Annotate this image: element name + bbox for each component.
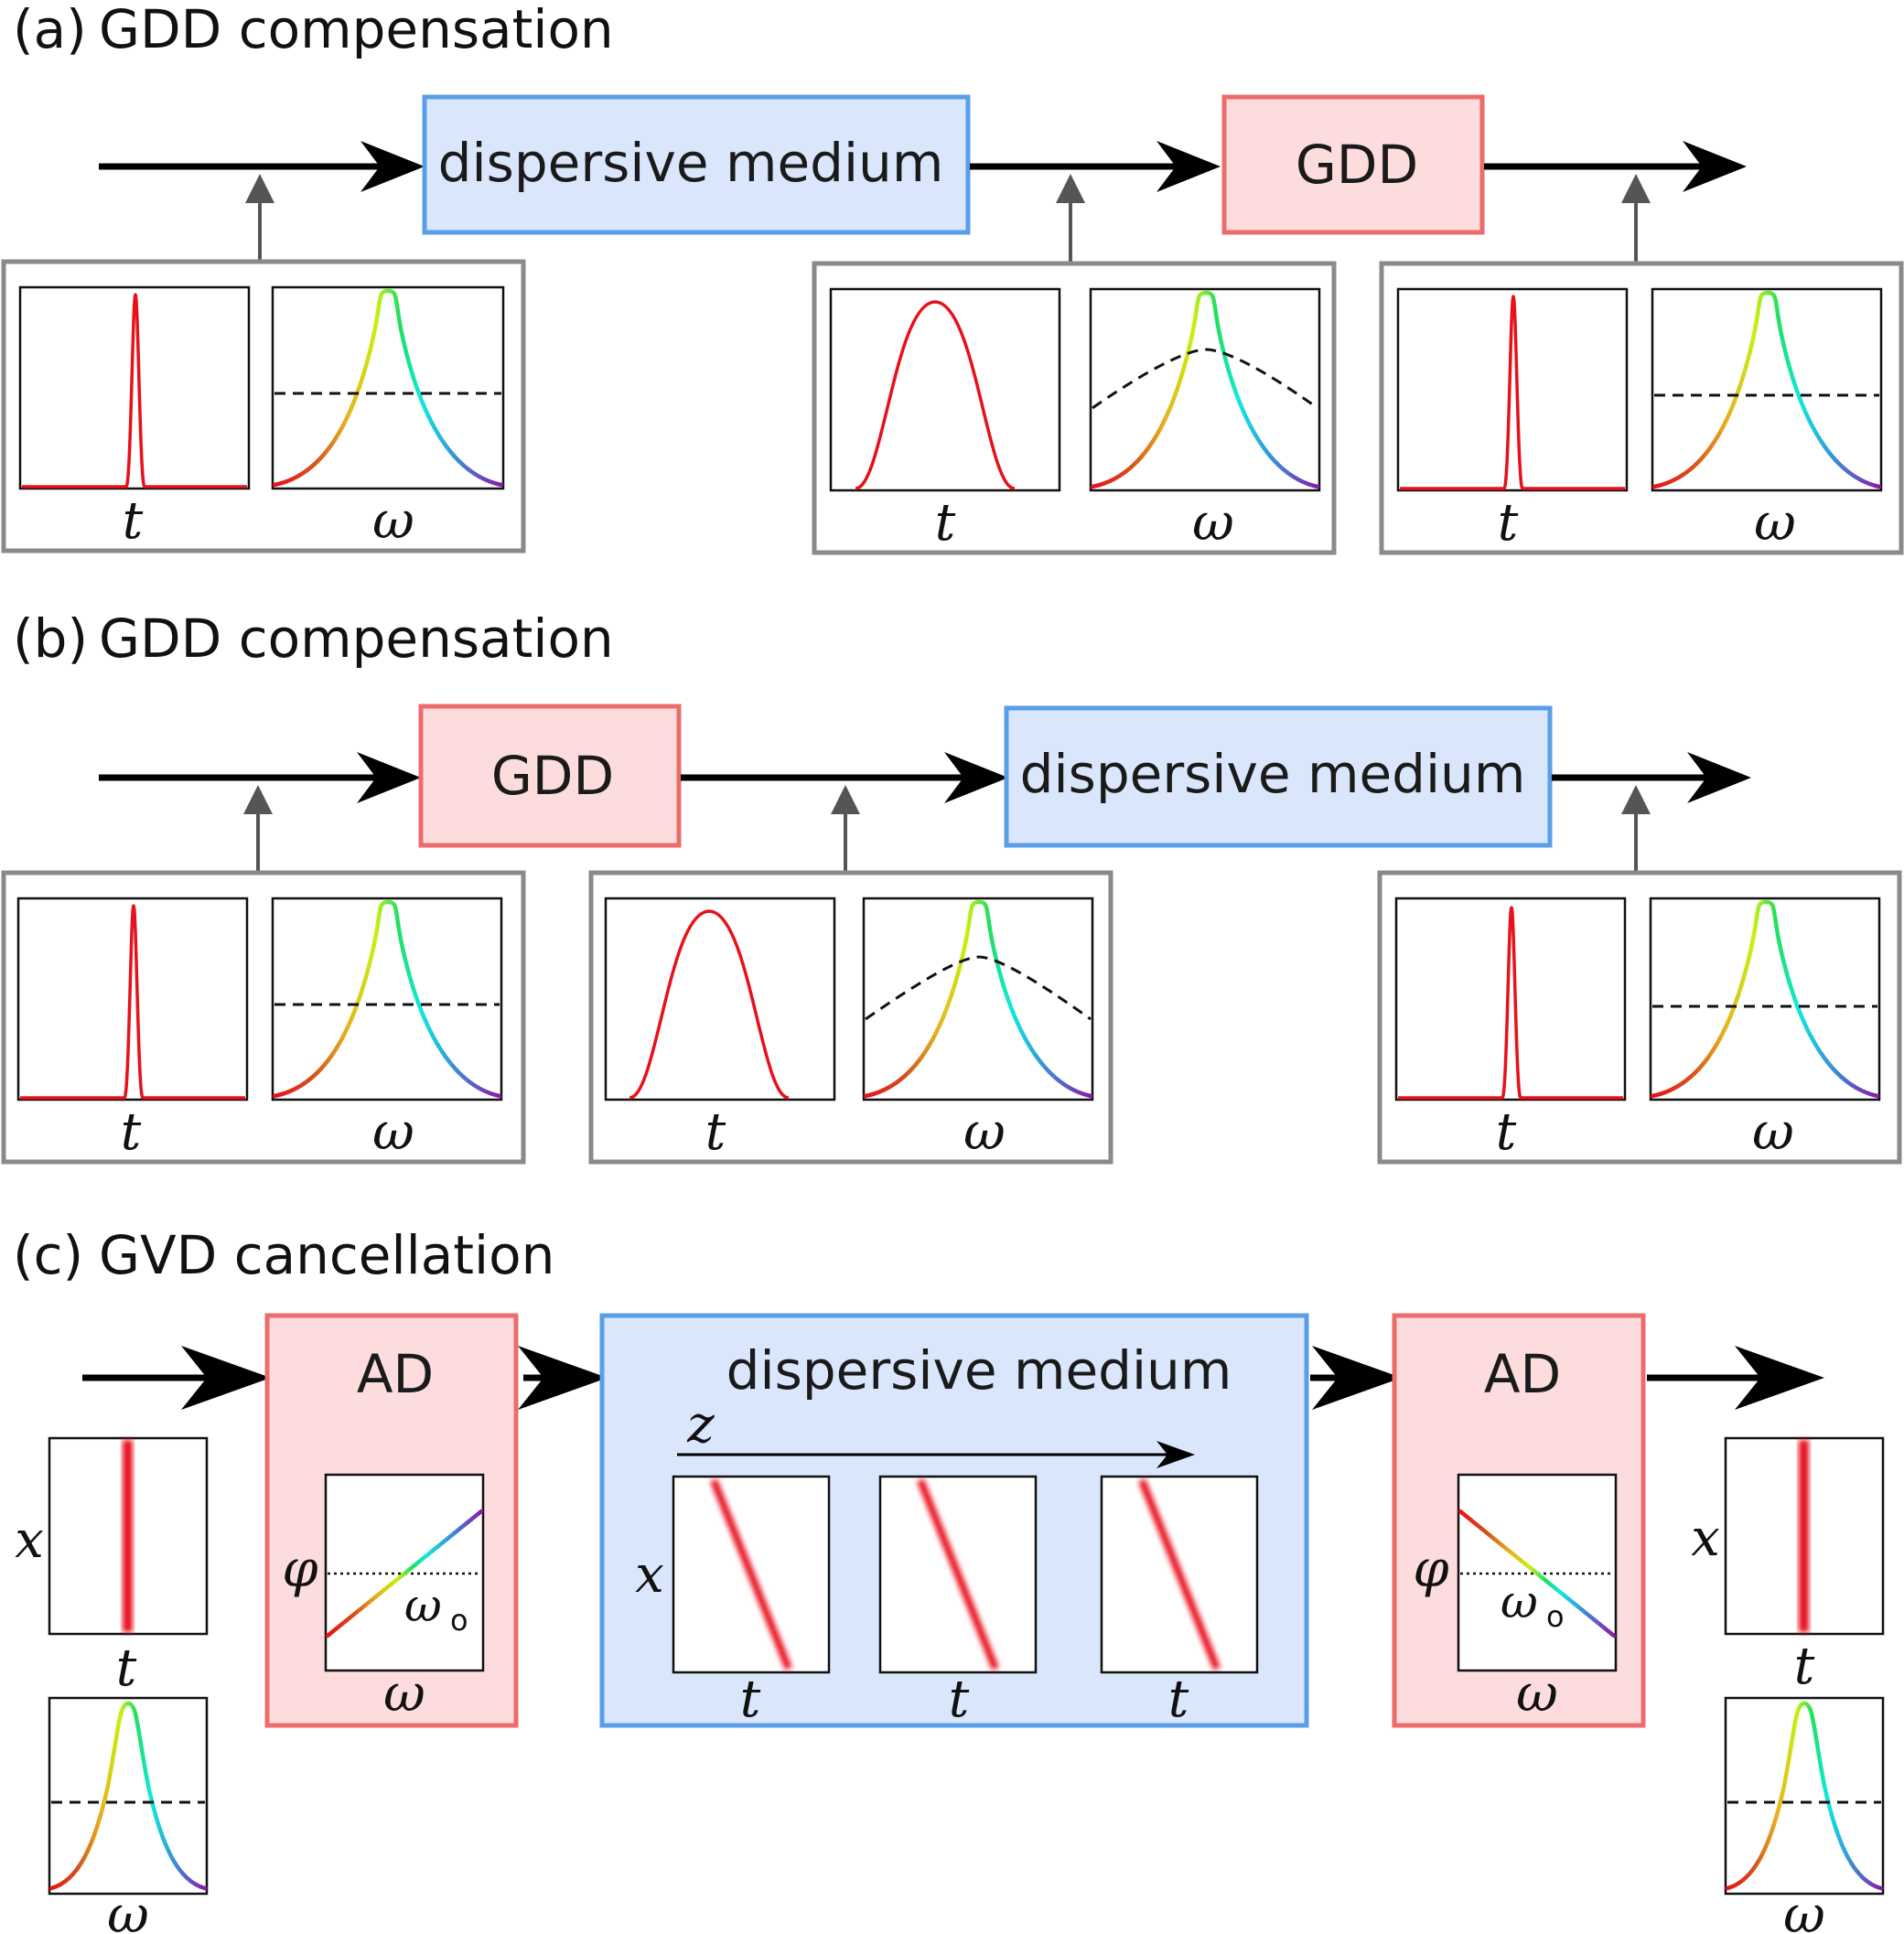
spectral-plot: [48, 1696, 209, 1896]
frequency-axis-label: ω: [372, 1102, 414, 1162]
space-axis-label: x: [15, 1510, 44, 1570]
inset-output: t ω: [1377, 870, 1902, 1165]
tilted-pulse-trace: [710, 1478, 792, 1671]
frequency-axis-label: ω: [1754, 493, 1796, 553]
gdd-label: GDD: [491, 745, 614, 807]
propagation-axis-label: z: [686, 1395, 715, 1455]
spectral-plot: [1649, 897, 1881, 1101]
time-axis-label: t: [1498, 493, 1519, 553]
center-frequency-subscript: o: [450, 1603, 468, 1638]
temporal-plot: [829, 287, 1061, 492]
frequency-axis-label: ω: [1516, 1664, 1558, 1724]
section-a-title: GDD compensation: [99, 0, 614, 60]
section-c-title: GVD cancellation: [99, 1224, 554, 1286]
spectrum-curve: [272, 288, 504, 488]
frequency-axis-label: ω: [372, 491, 414, 551]
input-profile: x t ω: [15, 1436, 209, 1934]
center-frequency-label: ω: [1501, 1575, 1538, 1628]
short-pulse-curve: [1398, 906, 1623, 1100]
tilted-pulse-trace: [1138, 1478, 1221, 1671]
spectral-plot: [1724, 1696, 1885, 1896]
spectrum-curve: [863, 899, 1093, 1099]
inset-output: t ω: [1379, 261, 1904, 555]
time-axis-label: t: [949, 1670, 970, 1729]
section-b: (b) GDD compensation GDD dispersive medi…: [1, 607, 1902, 1165]
center-frequency-subscript: o: [1546, 1599, 1565, 1634]
frequency-axis-label: ω: [1783, 1886, 1825, 1934]
linear-phase-line: [325, 1509, 484, 1639]
spectral-plot: [862, 897, 1094, 1101]
frequency-axis-label: ω: [383, 1664, 425, 1724]
dispersive-medium-box: [1004, 705, 1553, 848]
time-axis-label: t: [935, 493, 956, 553]
frequency-axis-label: ω: [1752, 1102, 1794, 1162]
gdd-label: GDD: [1296, 134, 1418, 196]
frequency-axis-label: ω: [107, 1886, 149, 1934]
inset-after-gdd: t ω: [588, 870, 1113, 1165]
output-profile: x t ω: [1691, 1436, 1885, 1934]
dispersive-medium-stage: dispersive medium z x t t t: [599, 1313, 1309, 1729]
dispersive-medium-label: dispersive medium: [1020, 743, 1526, 805]
dispersive-medium-label: dispersive medium: [438, 132, 944, 194]
space-axis-label: x: [1691, 1509, 1720, 1568]
pulse-trace: [123, 1440, 133, 1632]
time-axis-label: t: [116, 1639, 137, 1698]
gdd-box: [1221, 94, 1485, 235]
inset-after-medium: t ω: [812, 261, 1337, 555]
ad-label: AD: [357, 1343, 434, 1405]
dispersive-medium-box: [422, 94, 971, 235]
ad-label: AD: [1484, 1343, 1561, 1405]
inset-input: t ω: [1, 259, 526, 553]
angular-dispersion-device-output: AD φ ω o ω: [1392, 1313, 1646, 1728]
spectral-plot: [1651, 287, 1883, 492]
spectrum-curve: [272, 899, 502, 1099]
section-a-tag: (a): [13, 0, 87, 60]
time-axis-label: t: [123, 491, 144, 551]
broadened-pulse-curve: [629, 909, 790, 1100]
spectrum-curve: [48, 1701, 208, 1891]
angular-dispersion-device-input: AD φ ω o ω: [264, 1313, 519, 1728]
time-axis-label: t: [740, 1670, 761, 1729]
tilted-pulse-trace: [917, 1478, 999, 1671]
quadratic-phase-curve: [865, 955, 1092, 1021]
spectral-plot: [1089, 287, 1321, 492]
spectrum-curve: [1651, 290, 1882, 489]
broadened-pulse-curve: [855, 300, 1016, 490]
quadratic-phase-curve: [1092, 348, 1318, 410]
section-b-title: GDD compensation: [99, 607, 614, 670]
short-pulse-curve: [20, 904, 245, 1100]
section-b-tag: (b): [13, 607, 88, 670]
section-a: (a) GDD compensation dispersive medium G…: [1, 0, 1904, 555]
frequency-axis-label: ω: [1192, 493, 1234, 553]
space-axis-label: x: [635, 1545, 664, 1605]
spectral-plot: [271, 897, 503, 1101]
phase-axis-label: φ: [1413, 1540, 1448, 1599]
dispersive-medium-label: dispersive medium: [726, 1339, 1232, 1402]
spectral-plot: [271, 285, 505, 490]
center-frequency-label: ω: [404, 1579, 442, 1632]
section-c: (c) GVD cancellation x t ω AD φ ω o ω: [13, 1224, 1885, 1934]
pulse-trace: [1799, 1440, 1809, 1632]
time-axis-label: t: [1168, 1670, 1189, 1729]
spacetime-plot: [672, 1475, 831, 1674]
spectrum-curve: [1090, 290, 1320, 489]
linear-phase-line: [1458, 1509, 1617, 1639]
temporal-plot: [604, 897, 836, 1101]
short-pulse-curve: [22, 293, 247, 489]
time-axis-label: t: [705, 1102, 726, 1162]
frequency-axis-label: ω: [963, 1102, 1006, 1162]
phase-axis-label: φ: [282, 1540, 317, 1599]
spectrum-curve: [1725, 1701, 1884, 1891]
gdd-box: [418, 704, 682, 848]
inset-input: t ω: [1, 870, 526, 1165]
time-axis-label: t: [1496, 1102, 1517, 1162]
time-axis-label: t: [121, 1102, 142, 1162]
spectrum-curve: [1650, 899, 1880, 1099]
section-c-tag: (c): [13, 1224, 83, 1286]
short-pulse-curve: [1400, 295, 1625, 490]
time-axis-label: t: [1794, 1637, 1815, 1696]
